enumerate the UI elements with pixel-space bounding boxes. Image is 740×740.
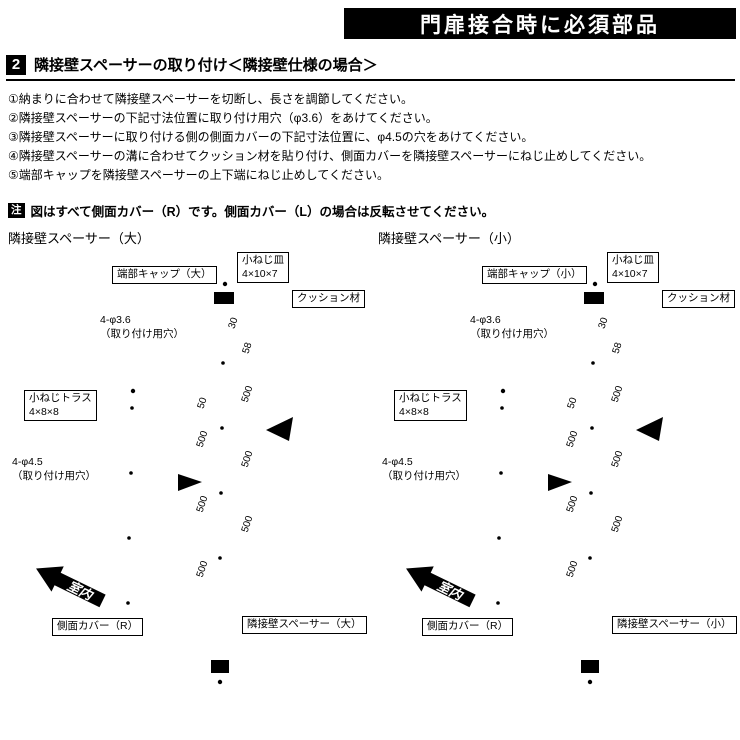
dim-spacer: 500 [610, 449, 626, 469]
instruction-step: ④隣接壁スペーサーの溝に合わせてクッション材を貼り付け、側面カバーを隣接壁スペー… [8, 149, 652, 163]
truss-screw-label: 小ねじトラス 4×8×8 [394, 390, 467, 422]
dim-spacer: 58 [241, 341, 255, 355]
holes-45-label: 4-φ4.5 （取り付け用穴） [12, 456, 96, 483]
figure-drawing: 30 58 500 500 500 50 500 500 500 室内 [370, 248, 740, 730]
note-badge: 注 [8, 203, 25, 218]
dim-spacer: 500 [610, 384, 626, 404]
holes-45-size: 4-φ4.5 [12, 456, 43, 468]
end-cap-label: 端部キャップ（小） [482, 266, 587, 284]
holes-36-note: （取り付け用穴） [470, 327, 554, 340]
figure-large: 30 58 500 500 500 50 500 500 500 室内 端部キャ… [0, 248, 370, 730]
holes-45-size: 4-φ4.5 [382, 456, 413, 468]
figure-small: 30 58 500 500 500 50 500 500 500 室内 端部キャ… [370, 248, 740, 730]
note-text: 図はすべて側面カバー（R）です。側面カバー（L）の場合は反転させてください。 [30, 205, 495, 219]
diagram-panels: 隣接壁スペーサー（大） 30 58 500 500 500 50 500 500… [0, 228, 740, 733]
figure-drawing: 30 58 500 500 500 50 500 500 500 室内 [0, 248, 370, 730]
flat-screw-label: 小ねじ皿 4×10×7 [237, 252, 289, 284]
dim-spacer: 58 [611, 341, 625, 355]
flat-screw-name: 小ねじ皿 [612, 254, 654, 266]
holes-45-label: 4-φ4.5 （取り付け用穴） [382, 456, 466, 483]
spacer-label: 隣接壁スペーサー（小） [612, 616, 737, 634]
dim-spacer: 500 [240, 514, 256, 534]
truss-screw-size: 4×8×8 [29, 405, 59, 418]
holes-45-note: （取り付け用穴） [382, 469, 466, 482]
holes-36-size: 4-φ3.6 [100, 314, 131, 326]
end-cap-label: 端部キャップ（大） [112, 266, 217, 284]
dim-spacer: 500 [240, 449, 256, 469]
dim-cover: 500 [565, 494, 581, 514]
side-cover-label: 側面カバー（R） [422, 618, 514, 636]
flat-screw-label: 小ねじ皿 4×10×7 [607, 252, 659, 284]
instruction-step: ①納まりに合わせて隣接壁スペーサーを切断し、長さを調節してください。 [8, 92, 413, 106]
diagram-panel-small: 隣接壁スペーサー（小） 30 58 500 500 500 50 500 500… [370, 228, 740, 733]
holes-36-size: 4-φ3.6 [470, 314, 501, 326]
cushion-label: クッション材 [662, 290, 735, 308]
dim-cover: 500 [565, 429, 581, 449]
note-row: 注 図はすべて側面カバー（R）です。側面カバー（L）の場合は反転させてください。 [8, 201, 494, 220]
dim-cover: 500 [195, 429, 211, 449]
section-header: 2 隣接壁スペーサーの取り付け＜隣接壁仕様の場合＞ [6, 54, 735, 81]
cushion-label: クッション材 [292, 290, 365, 308]
holes-36-note: （取り付け用穴） [100, 327, 184, 340]
flat-screw-size: 4×10×7 [612, 267, 648, 280]
truss-screw-label: 小ねじトラス 4×8×8 [24, 390, 97, 422]
holes-36-label: 4-φ3.6 （取り付け用穴） [100, 314, 184, 341]
flat-screw-name: 小ねじ皿 [242, 254, 284, 266]
diagram-panel-large: 隣接壁スペーサー（大） 30 58 500 500 500 50 500 500… [0, 228, 370, 733]
section-title: 隣接壁スペーサーの取り付け＜隣接壁仕様の場合＞ [34, 57, 378, 74]
truss-screw-name: 小ねじトラス [29, 392, 92, 404]
dim-cover: 500 [195, 494, 211, 514]
flat-screw-size: 4×10×7 [242, 267, 278, 280]
spacer-label: 隣接壁スペーサー（大） [242, 616, 367, 634]
dim-cover: 500 [565, 559, 581, 579]
holes-36-label: 4-φ3.6 （取り付け用穴） [470, 314, 554, 341]
truss-screw-name: 小ねじトラス [399, 392, 462, 404]
holes-45-note: （取り付け用穴） [12, 469, 96, 482]
dim-top: 30 [597, 316, 611, 330]
dim-top: 30 [227, 316, 241, 330]
instruction-step: ⑤端部キャップを隣接壁スペーサーの上下端にねじ止めしてください。 [8, 168, 389, 182]
dim-cover: 500 [195, 559, 211, 579]
section-number-badge: 2 [6, 54, 26, 75]
diagram-title: 隣接壁スペーサー（大） [8, 231, 150, 246]
instruction-step: ②隣接壁スペーサーの下記寸法位置に取り付け用穴（φ3.6）をあけてください。 [8, 111, 438, 125]
dim-spacer: 500 [610, 514, 626, 534]
instruction-list: ①納まりに合わせて隣接壁スペーサーを切断し、長さを調節してください。 ②隣接壁ス… [8, 90, 651, 185]
side-cover-label: 側面カバー（R） [52, 618, 144, 636]
truss-screw-size: 4×8×8 [399, 405, 429, 418]
dim-cover: 50 [196, 396, 210, 410]
dim-cover: 50 [566, 396, 580, 410]
banner-title: 門扉接合時に必須部品 [420, 13, 660, 37]
instruction-step: ③隣接壁スペーサーに取り付ける側の側面カバーの下記寸法位置に、φ4.5の穴をあけ… [8, 130, 534, 144]
diagram-title: 隣接壁スペーサー（小） [378, 231, 520, 246]
dim-spacer: 500 [240, 384, 256, 404]
page-banner: 門扉接合時に必須部品 [344, 8, 736, 39]
